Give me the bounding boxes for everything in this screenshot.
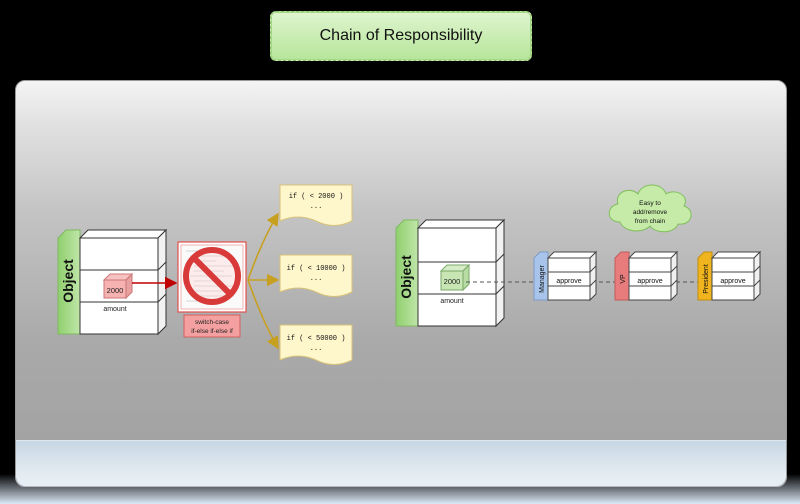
- handler-vp-name: VP: [620, 274, 627, 284]
- condition-1-line2: ...: [310, 203, 323, 211]
- left-object: Object 2000 amount: [57, 228, 168, 336]
- condition-doc-3: if ( < 50000 ) ...: [279, 324, 353, 365]
- handler-president: President approve: [697, 250, 762, 302]
- handler-vp: VP approve: [614, 250, 679, 302]
- prohibited-icon: [183, 247, 241, 305]
- left-object-label: Object: [60, 259, 76, 303]
- right-amount-cube: 2000: [439, 263, 471, 292]
- cloud-line3: from chain: [635, 218, 666, 225]
- handler-manager-name: Manager: [539, 265, 546, 293]
- right-object: Object 2000 amount: [395, 218, 506, 328]
- bottom-glow: [0, 474, 800, 504]
- handler-manager: Manager approve: [533, 250, 598, 302]
- handler-vp-method: approve: [637, 278, 662, 285]
- right-amount-value: 2000: [444, 277, 461, 286]
- cloud-line1: Easy to: [639, 200, 661, 207]
- condition-3-line2: ...: [310, 345, 323, 353]
- switch-label-line2: if-else if-else if: [191, 328, 233, 335]
- branch-arrow-3: [247, 279, 279, 350]
- handler-president-name: President: [703, 264, 710, 294]
- cloud-line2: add/remove: [633, 209, 668, 216]
- left-amount-cube: 2000: [102, 272, 134, 300]
- handler-president-method: approve: [720, 278, 745, 285]
- left-amount-field: amount: [103, 306, 126, 313]
- condition-1-line1: if ( < 2000 ): [289, 193, 344, 201]
- left-amount-value: 2000: [107, 286, 124, 295]
- branch-arrow-1: [247, 212, 279, 281]
- right-amount-field: amount: [440, 298, 463, 305]
- diagram-title: Chain of Responsibility: [270, 11, 532, 61]
- condition-doc-2: if ( < 10000 ) ...: [279, 254, 353, 297]
- switch-case-block: switch-case if-else if-else if: [177, 241, 247, 338]
- condition-3-line1: if ( < 50000 ): [287, 335, 346, 343]
- diagram-title-text: Chain of Responsibility: [319, 27, 483, 44]
- handler-manager-method: approve: [556, 278, 581, 285]
- switch-label-line1: switch-case: [195, 319, 229, 326]
- branch-arrows: [247, 212, 280, 350]
- switch-label-box: [183, 314, 241, 338]
- right-object-label: Object: [398, 255, 414, 299]
- condition-2-line2: ...: [310, 275, 323, 283]
- condition-2-line1: if ( < 10000 ): [287, 265, 346, 273]
- easy-note-cloud: Easy to add/remove from chain: [608, 184, 692, 233]
- condition-doc-1: if ( < 2000 ) ...: [279, 184, 353, 226]
